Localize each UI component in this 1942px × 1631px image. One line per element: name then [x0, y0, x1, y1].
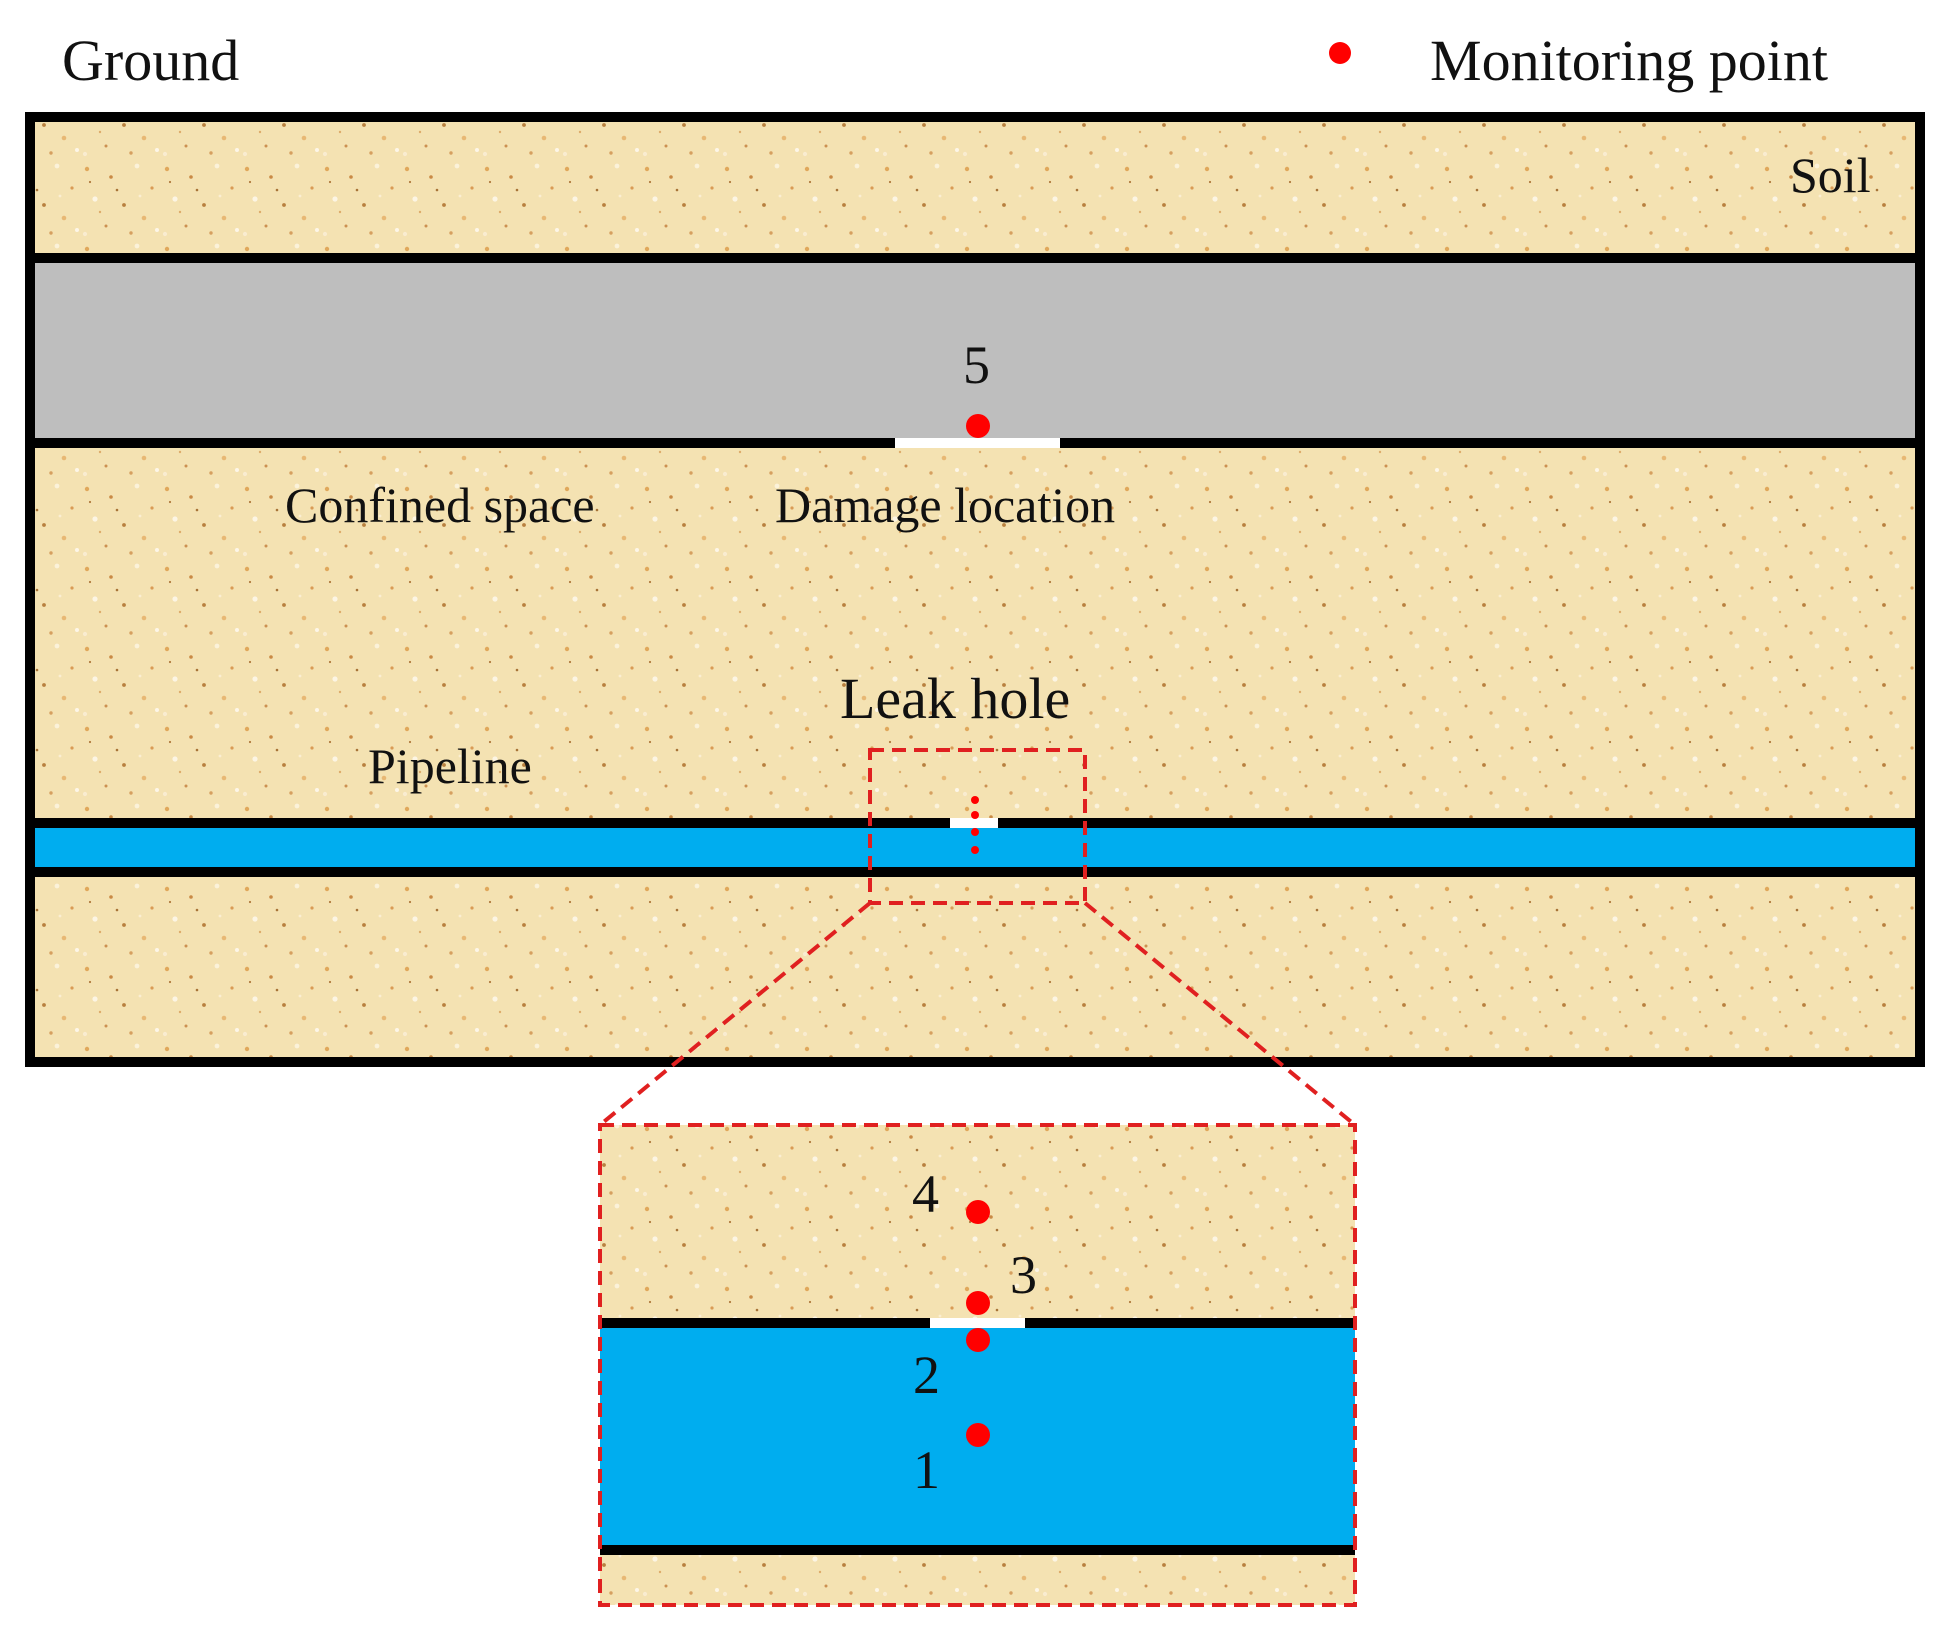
leak-callout-box	[868, 748, 1087, 905]
zoom-leak-opening	[930, 1318, 1025, 1328]
monitoring-point-4-label: 4	[912, 1164, 939, 1224]
zoom-connector-right	[1083, 901, 1357, 1127]
monitoring-point-1	[966, 1423, 990, 1447]
cross-section-frame	[25, 112, 1925, 1067]
monitoring-point-3-label: 3	[1010, 1245, 1037, 1305]
leak-hole-label: Leak hole	[840, 666, 1070, 731]
small-monitoring-point	[971, 828, 979, 836]
monitoring-point-2-label: 2	[913, 1345, 940, 1405]
zoom-callout-frame	[598, 1123, 1357, 1607]
monitoring-point-5	[966, 414, 990, 438]
monitoring-point-2	[966, 1328, 990, 1352]
small-monitoring-point	[971, 811, 979, 819]
leak-opening	[950, 818, 998, 828]
zoom-connector-left	[598, 901, 872, 1127]
legend-monitoring-point-icon	[1329, 42, 1351, 64]
legend-monitoring-point-label: Monitoring point	[1430, 28, 1828, 93]
monitoring-point-3	[966, 1291, 990, 1315]
damage-opening	[895, 438, 1060, 448]
confined-space-band	[34, 258, 1916, 440]
small-monitoring-point	[971, 846, 979, 854]
monitoring-point-5-label: 5	[963, 335, 990, 395]
monitoring-point-1-label: 1	[913, 1440, 940, 1500]
pipeline-label: Pipeline	[368, 738, 532, 794]
monitoring-point-4	[966, 1200, 990, 1224]
ground-label: Ground	[62, 28, 239, 93]
confined-space-label: Confined space	[285, 477, 595, 533]
damage-location-label: Damage location	[775, 477, 1115, 533]
small-monitoring-point	[971, 796, 979, 804]
soil-label: Soil	[1790, 147, 1871, 203]
